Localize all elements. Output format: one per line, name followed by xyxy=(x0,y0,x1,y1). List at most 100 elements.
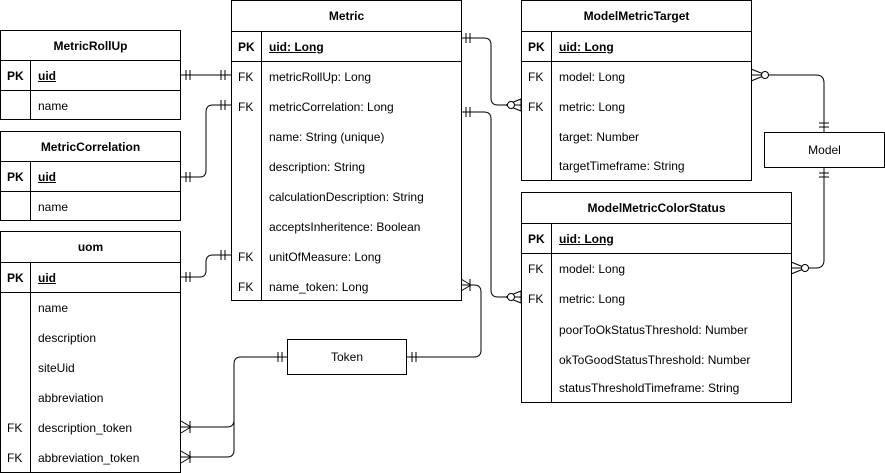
field-cell: uid xyxy=(38,68,56,83)
field-cell: okToGoodStatusThreshold: Number xyxy=(559,353,751,367)
key-cell xyxy=(232,212,262,242)
key-cell: PK xyxy=(1,162,31,191)
key-cell: FK xyxy=(1,443,31,472)
table-row: PK uid xyxy=(1,263,180,293)
table-row: siteUid xyxy=(1,353,180,383)
key-cell xyxy=(232,152,262,182)
field-cell: metricRollUp: Long xyxy=(269,70,372,84)
entity-title: MetricCorrelation xyxy=(1,132,180,162)
entity-title: ModelMetricTarget xyxy=(522,1,751,32)
edge-token-uom xyxy=(180,352,287,464)
edge-model-colorstatus xyxy=(790,168,829,275)
table-row: statusThresholdTimeframe: String xyxy=(522,374,791,402)
table-row: name xyxy=(1,293,180,323)
entity-model-metric-color-status[interactable]: ModelMetricColorStatus PK uid: Long FK m… xyxy=(521,192,792,403)
key-cell xyxy=(522,374,552,402)
entity-label: Token xyxy=(330,350,364,364)
field-cell: poorToOkStatusThreshold: Number xyxy=(559,323,748,337)
key-cell xyxy=(232,122,262,152)
key-cell: FK xyxy=(232,242,262,272)
key-cell: PK xyxy=(1,263,31,292)
key-cell: FK xyxy=(522,92,552,122)
table-row: calculationDescription: String xyxy=(232,182,461,212)
key-cell: PK xyxy=(232,32,262,61)
field-cell: statusThresholdTimeframe: String xyxy=(559,381,740,395)
table-row: FK description_token xyxy=(1,413,180,443)
table-row: target: Number xyxy=(522,122,751,152)
key-cell: PK xyxy=(522,224,552,253)
field-cell: acceptsInheritence: Boolean xyxy=(269,220,421,234)
key-cell: FK xyxy=(522,254,552,284)
table-row: FK model: Long xyxy=(522,62,751,92)
table-row: name xyxy=(1,91,180,120)
table-row: PK uid: Long xyxy=(522,224,791,254)
field-cell: name: String (unique) xyxy=(269,130,385,144)
field-cell: uid: Long xyxy=(269,39,324,54)
key-cell xyxy=(522,152,552,180)
entity-model[interactable]: Model xyxy=(764,132,885,168)
key-cell xyxy=(522,314,552,346)
table-row: FK model: Long xyxy=(522,254,791,284)
table-row: name xyxy=(1,192,180,221)
field-cell: uid: Long xyxy=(559,39,614,54)
key-cell xyxy=(1,323,31,353)
table-row: FK metricCorrelation: Long xyxy=(232,92,461,122)
field-cell: uid xyxy=(38,169,56,184)
table-row: FK abbreviation_token xyxy=(1,443,180,472)
entity-title: ModelMetricColorStatus xyxy=(522,193,791,224)
field-cell: siteUid xyxy=(38,361,75,375)
table-row: PK uid: Long xyxy=(522,32,751,62)
field-cell: model: Long xyxy=(559,262,626,276)
key-cell: FK xyxy=(232,272,262,301)
field-cell: target: Number xyxy=(559,130,640,144)
key-cell: FK xyxy=(522,284,552,314)
edge-metric-rollup xyxy=(181,70,231,80)
field-cell: description xyxy=(38,331,97,345)
field-cell: metricCorrelation: Long xyxy=(269,100,394,114)
table-row: FK metric: Long xyxy=(522,92,751,122)
table-row: description xyxy=(1,323,180,353)
field-cell: unitOfMeasure: Long xyxy=(269,250,382,264)
field-cell: abbreviation xyxy=(38,391,104,405)
field-cell: uid: Long xyxy=(559,231,614,246)
entity-metric-rollup[interactable]: MetricRollUp PK uid name xyxy=(0,30,181,120)
table-row: acceptsInheritence: Boolean xyxy=(232,212,461,242)
key-cell xyxy=(522,346,552,374)
entity-model-metric-target[interactable]: ModelMetricTarget PK uid: Long FK model:… xyxy=(521,0,752,181)
table-row: FK metricRollUp: Long xyxy=(232,62,461,92)
table-row: PK uid: Long xyxy=(232,32,461,62)
entity-label: Model xyxy=(808,143,841,157)
entity-uom[interactable]: uom PK uid name description siteUid abbr… xyxy=(0,231,181,473)
entity-token[interactable]: Token xyxy=(287,339,407,375)
field-cell: name xyxy=(38,301,69,315)
entity-title: Metric xyxy=(232,1,461,32)
key-cell: FK xyxy=(232,62,262,92)
key-cell: PK xyxy=(1,61,31,90)
edge-metric-uom xyxy=(181,250,231,282)
field-cell: metric: Long xyxy=(559,100,626,114)
edge-metric-target xyxy=(461,33,522,112)
table-row: poorToOkStatusThreshold: Number xyxy=(522,314,791,346)
key-cell xyxy=(1,383,31,413)
entity-metric-correlation[interactable]: MetricCorrelation PK uid name xyxy=(0,131,181,221)
field-cell: description_token xyxy=(38,421,133,435)
key-cell xyxy=(1,293,31,323)
field-cell: model: Long xyxy=(559,70,626,84)
edge-model-target xyxy=(750,68,829,132)
entity-metric[interactable]: Metric PK uid: Long FK metricRollUp: Lon… xyxy=(231,0,462,301)
field-cell: calculationDescription: String xyxy=(269,190,424,204)
field-cell: name_token: Long xyxy=(269,279,369,294)
key-cell xyxy=(522,122,552,152)
field-cell: name xyxy=(38,98,69,113)
field-cell: targetTimeframe: String xyxy=(559,159,685,173)
table-row: FK metric: Long xyxy=(522,284,791,314)
key-cell xyxy=(1,353,31,383)
table-row: description: String xyxy=(232,152,461,182)
key-cell: FK xyxy=(232,92,262,122)
edge-metric-correlation xyxy=(181,100,231,182)
field-cell: abbreviation_token xyxy=(38,450,140,465)
key-cell xyxy=(232,182,262,212)
edge-metric-colorstatus xyxy=(461,107,522,304)
key-cell xyxy=(1,91,31,120)
edge-token-metric xyxy=(407,278,482,362)
